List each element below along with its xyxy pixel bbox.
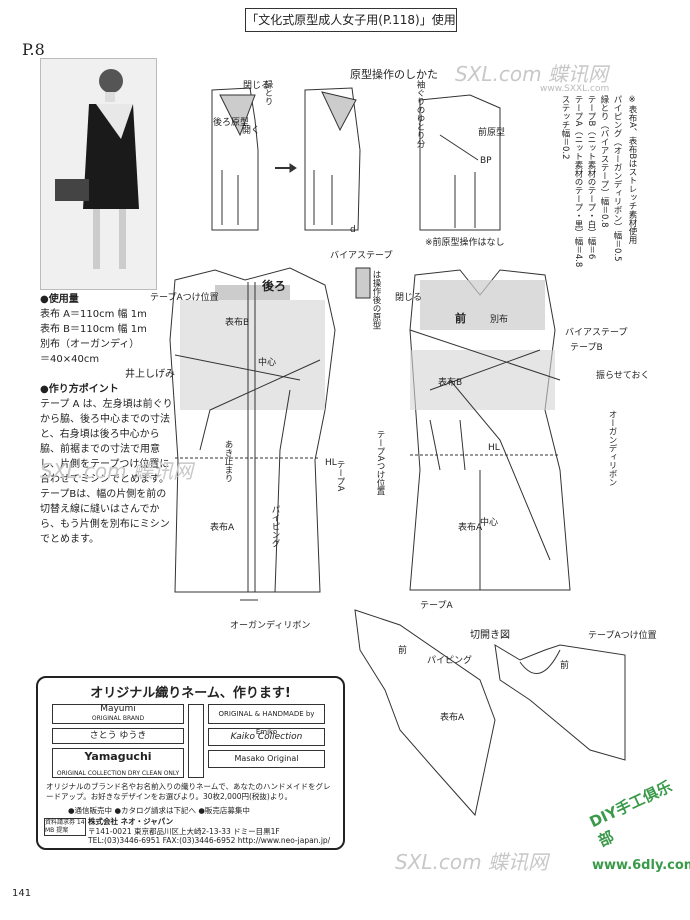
label-vertical (188, 704, 204, 778)
front-pattern (409, 269, 571, 591)
front-tape-pos: テープAつけ位置 (375, 430, 385, 495)
ad-description: オリジナルのブランド名やお名前入りの織りネームで、あなたのハンドメイドをグレード… (46, 782, 331, 801)
front-close: 閉じる (395, 292, 422, 303)
label-mayumi: Mayumi ORIGINAL BRAND (52, 704, 184, 724)
kirihiraki-title: 切開き図 (470, 629, 510, 641)
label-kaiko: Kaiko Collection (208, 728, 325, 746)
close-label: 閉じる (243, 80, 270, 91)
materials-line: 表布 B＝110cm 幅 1m (40, 324, 147, 335)
watermark-url: www.SXXL.com (540, 84, 610, 94)
spec-piping: パイピング（オーガンディリボン）幅＝0.5 (612, 95, 622, 262)
fabric-b-label: 表布B (225, 316, 249, 328)
back-tape-a: テープA (335, 460, 345, 492)
top-diagram-title: 原型操作のしかた (350, 67, 438, 81)
ad-company: 株式会社 ネオ・ジャパン (88, 817, 174, 826)
back-label: 後ろ (262, 278, 286, 293)
spec-note: ※表布A、表布Bはストレッチ素材使用 (627, 95, 637, 245)
coupon: 資料請求券 14 MB 提案 (44, 818, 86, 836)
brand-name: Mayumi (100, 704, 136, 714)
fabric-a-label: 表布A (210, 521, 235, 533)
watermark-sxxl-left: SXL.com 蝶讯网 (40, 459, 193, 483)
page-number: 141 (12, 888, 32, 899)
kiri-front: 前 (398, 644, 407, 656)
watermark-sxxl-bottom: SXL.com 蝶讯网 (395, 850, 548, 874)
label-emiko: ORIGINAL & HANDMADE by Emiko (208, 704, 325, 736)
edge-label: 縁とり (263, 79, 273, 105)
front-bias: バイアステープ (565, 327, 627, 338)
watermark-diy-url: www.6dly.com (592, 858, 690, 873)
tape-a-pos-label: テープAつけ位置 (150, 291, 219, 303)
ad-contact: TEL:(03)3446-6951 FAX:(03)3446-6952 http… (88, 836, 331, 845)
organdy-label: オーガンディリボン (230, 619, 310, 631)
front-proto-label: 前原型 (478, 126, 505, 138)
spec-stitch: ステッチ幅＝0.2 (560, 95, 570, 160)
points-text: テープ A は、左身頃は前ぐりから脇、後ろ中心までの寸法と、右身頃は後ろ中心から… (40, 399, 173, 545)
back-pattern (169, 267, 336, 601)
ad-item: ●通信販売中 (68, 806, 113, 815)
watermark-sxxl: SXL.com 蝶讯网 (455, 62, 608, 86)
kiri-piping: パイピング (427, 654, 472, 666)
bias-label: バイアステープ (330, 250, 392, 261)
spec-tape-a: テープA（ニット素材のテープ・黒）幅＝4.8 (573, 95, 583, 267)
woven-label-ad: オリジナル織りネーム、作ります! Mayumi ORIGINAL BRAND さ… (36, 676, 345, 850)
front-hl: HL (488, 443, 500, 453)
legend-text: は操作後の原型 (371, 270, 381, 330)
armhole-ease: 袖ぐりのゆとり分 (415, 79, 425, 149)
dress-figure (55, 69, 139, 269)
piping-label: パイピング (270, 505, 280, 548)
back-prototype-after (304, 87, 361, 231)
materials-line: 別布（オーガンディ） (40, 339, 140, 350)
kiri-fabric-a: 表布A (440, 711, 465, 723)
front-fabric-a: 表布A (458, 521, 483, 533)
front-center: 中心 (480, 516, 498, 528)
page-label: P.8 (22, 40, 45, 59)
instructions-block: ●使用量 表布 A＝110cm 幅 1m 表布 B＝110cm 幅 1m 別布（… (40, 292, 175, 547)
front-label: 前 (455, 311, 466, 325)
organdy-ribbon: オーガンディリボン (607, 410, 617, 487)
legend-swatch (355, 267, 371, 299)
betsu-label: 別布 (490, 313, 508, 325)
d-label: d (350, 225, 356, 235)
tape-a-label: テープA (420, 600, 453, 611)
page-header: 「文化式原型成人女子用(P.118)」使用 (245, 8, 457, 32)
tape-b-label: テープB (570, 342, 603, 353)
ad-item: ●販売店募集中 (198, 806, 250, 815)
gather-label: 振らせておく (596, 369, 650, 381)
materials-line: ＝40×40cm (40, 354, 100, 365)
brand-name: Yamaguchi (84, 750, 152, 763)
brand-sub: ORIGINAL BRAND (91, 715, 145, 722)
front-note: ※前原型操作はなし (425, 236, 505, 248)
front-prototype (419, 94, 501, 231)
ad-item: ●カタログ請求は下記へ (114, 806, 196, 815)
materials-heading: ●使用量 (40, 294, 79, 305)
open-label: 開く (242, 125, 260, 136)
label-masako: Masako Original (208, 750, 325, 768)
model-photo (40, 58, 157, 290)
points-heading: ●作り方ポイント (40, 384, 119, 395)
label-sato: さとう ゆうき (52, 728, 184, 744)
back-proto-label: 後ろ原型 (213, 116, 249, 128)
brand-sub: ORIGINAL COLLECTION DRY CLEAN ONLY (56, 770, 180, 777)
spec-tape-b: テープB（ニット素材のテープ・白）幅＝6 (586, 95, 596, 259)
author: 井上しげみ (125, 369, 175, 380)
akimi-label: あき止まり (223, 440, 233, 483)
ad-title: オリジナル織りネーム、作ります! (90, 686, 291, 701)
ad-address: 〒141-0021 東京都品川区上大崎2-13-33 ドミー目黒1F (88, 827, 280, 836)
back-prototype-before (211, 87, 259, 231)
center-label: 中心 (258, 356, 276, 368)
ad-items: ●通信販売中 ●カタログ請求は下記へ ●販売店募集中 (68, 806, 338, 816)
spec-binding: 縁とり（バイアステープ）幅＝0.8 (599, 94, 609, 227)
materials-line: 表布 A＝110cm 幅 1m (40, 309, 147, 320)
label-yamaguchi: Yamaguchi ORIGINAL COLLECTION DRY CLEAN … (52, 748, 184, 778)
front-fabric-b: 表布B (438, 376, 462, 388)
bp-label: BP (480, 156, 492, 166)
hl-label: HL (325, 458, 337, 468)
kiri-tape-pos: テープAつけ位置 (588, 629, 657, 641)
kirihiraki-diagram (354, 609, 626, 817)
kiri-front2: 前 (560, 659, 569, 671)
